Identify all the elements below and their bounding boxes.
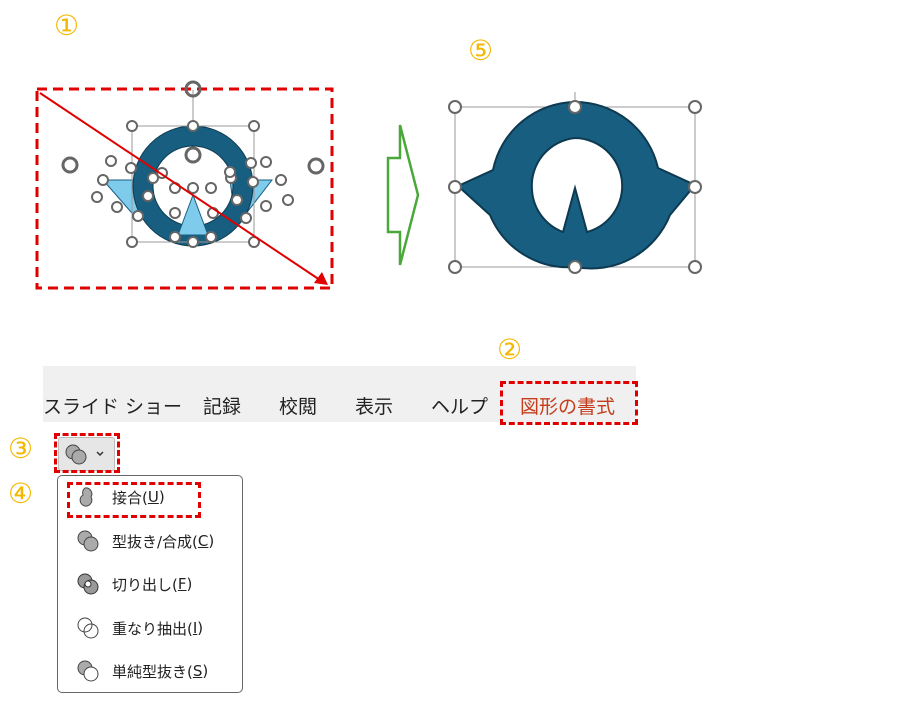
merged-shape[interactable] — [440, 90, 720, 285]
step-3-label: ③ — [8, 432, 34, 465]
tab-shape-format[interactable]: 図形の書式 — [520, 396, 616, 418]
union-icon — [79, 487, 93, 507]
intersect-icon — [77, 617, 99, 639]
highlight-union-item — [67, 482, 201, 518]
merge-shapes-menu: 接合(U) 型抜き/合成(C) 切り出し(F) 重なり抽出(I) 単純型抜き(S… — [57, 475, 243, 693]
tab-record[interactable]: 記録 — [203, 396, 242, 418]
tab-view[interactable]: 表示 — [355, 396, 394, 418]
highlight-shape-format — [500, 381, 638, 425]
fragment-icon — [77, 573, 99, 595]
drag-arrow-icon — [314, 272, 328, 285]
merge-shapes-icon — [65, 444, 104, 465]
menu-item-intersect[interactable]: 重なり抽出(I) — [76, 613, 203, 643]
tab-slideshow[interactable]: スライド ショー — [43, 396, 183, 418]
step-4-label: ④ — [8, 477, 34, 510]
highlight-merge-button — [54, 433, 120, 473]
rotate-handle-icon — [184, 80, 202, 98]
arrow-right-icon — [386, 124, 420, 266]
chevron-down-icon — [96, 451, 104, 457]
tab-review[interactable]: 校閲 — [279, 396, 318, 418]
ribbon-tab-bar — [43, 366, 636, 422]
subtract-icon — [77, 660, 99, 682]
shapes-before-merge[interactable] — [0, 0, 420, 310]
combine-icon — [77, 530, 99, 552]
menu-item-fragment[interactable]: 切り出し(F) — [76, 569, 192, 599]
menu-item-subtract[interactable]: 単純型抜き(S) — [76, 656, 208, 686]
step-2-label: ② — [497, 333, 523, 366]
step-1-label: ① — [54, 9, 80, 42]
menu-item-union[interactable]: 接合(U) — [76, 482, 165, 512]
step-5-label: ⑤ — [468, 34, 494, 67]
merge-shapes-button[interactable] — [58, 437, 115, 471]
tab-help[interactable]: ヘルプ — [431, 396, 489, 418]
menu-item-combine[interactable]: 型抜き/合成(C) — [76, 526, 214, 556]
